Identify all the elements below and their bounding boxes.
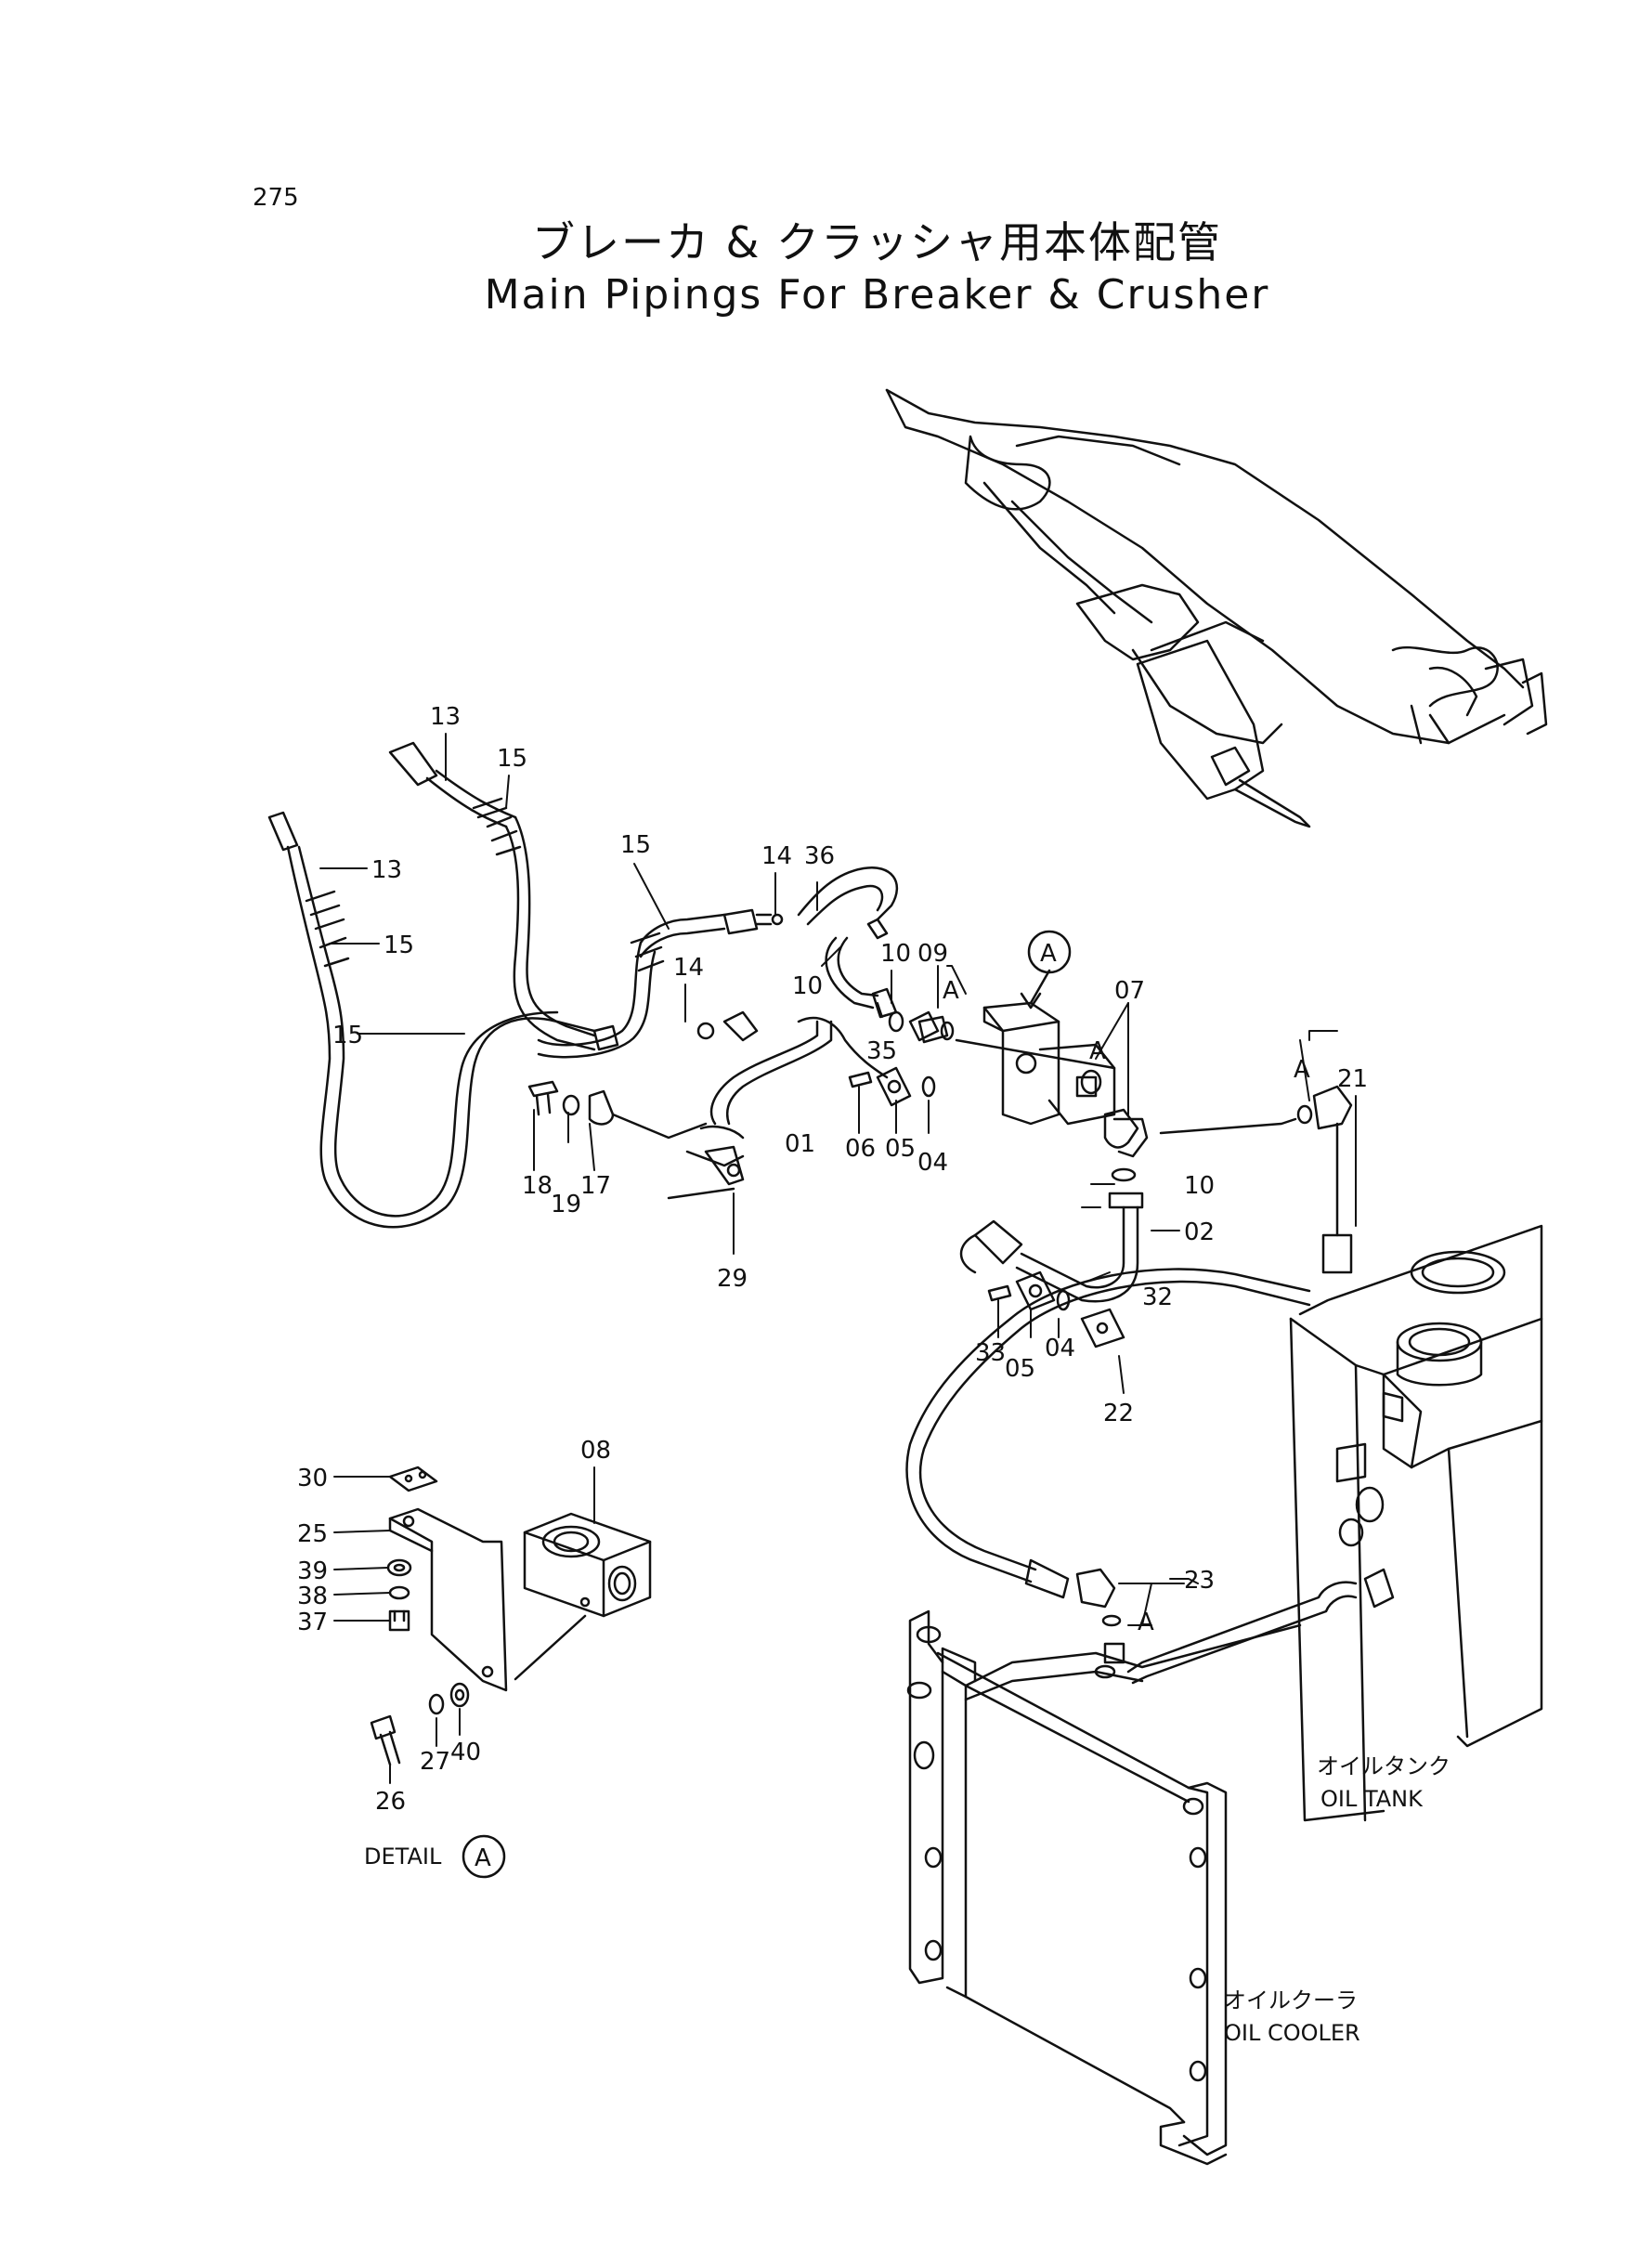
- page-title-english: Main Pipings For Breaker & Crusher: [484, 271, 1270, 319]
- callout-15: 15: [384, 932, 414, 959]
- callout-ref-a: A: [1294, 1056, 1310, 1084]
- pipe-22: [905, 1268, 1311, 1664]
- callout-40: 40: [450, 1739, 481, 1766]
- oil-cooler-label: OIL COOLER: [1224, 2020, 1360, 2046]
- oil-tank-label-japanese: オイルタンク: [1317, 1753, 1450, 1779]
- callout-05: 05: [885, 1135, 916, 1163]
- callout-17: 17: [580, 1172, 611, 1200]
- clamp-17-bolt-18: [527, 1080, 745, 1200]
- callout-13: 13: [371, 856, 402, 884]
- callout-37: 37: [297, 1609, 328, 1636]
- callout-leader-lines: [319, 733, 1357, 1784]
- callout-26: 26: [375, 1788, 406, 1816]
- detail-label-letter: A: [475, 1844, 491, 1872]
- detail-a-label: DETAIL A: [364, 1834, 506, 1879]
- callout-27: 27: [420, 1748, 450, 1776]
- spacer-32: [1080, 1308, 1125, 1348]
- callout-38: 38: [297, 1583, 328, 1610]
- elbow-fitting-21: [1159, 1085, 1353, 1274]
- callout-06: 06: [845, 1135, 876, 1163]
- callout-10: 10: [880, 940, 911, 968]
- callout-19: 19: [551, 1191, 581, 1218]
- detail-label-text: DETAIL: [364, 1844, 442, 1870]
- callout-29: 29: [717, 1265, 748, 1293]
- oil-cooler-label-japanese: オイルクーラ: [1224, 1987, 1358, 2013]
- callout-04: 04: [1045, 1335, 1075, 1362]
- callout-ref-a: A: [943, 977, 959, 1005]
- callout-02: 02: [1184, 1218, 1215, 1246]
- callout-32: 32: [1142, 1283, 1173, 1311]
- oil-tank-illustration: [1126, 1224, 1543, 1822]
- callout-35: 35: [866, 1037, 897, 1065]
- detail-a-marker-letter: A: [1040, 940, 1057, 968]
- callout-23: 23: [1184, 1567, 1215, 1595]
- callout-05: 05: [1005, 1355, 1035, 1383]
- callout-13: 13: [430, 703, 461, 731]
- oil-cooler-illustration: [906, 1609, 1302, 2166]
- callout-14: 14: [761, 842, 792, 870]
- elbow-fitting-07: [959, 1069, 1149, 1303]
- callout-10: 10: [1184, 1172, 1215, 1200]
- callout-30: 30: [297, 1465, 328, 1492]
- callout-04: 04: [917, 1149, 948, 1177]
- callout-36: 36: [804, 842, 835, 870]
- callout-ref-a: A: [1089, 1037, 1106, 1065]
- excavator-boom-illustration: [885, 388, 1548, 828]
- callout-10: 10: [792, 972, 823, 1000]
- callout-07: 07: [1114, 977, 1145, 1005]
- flange-05-bolt-06: [848, 1066, 1071, 1311]
- hose-assembly-left: [267, 741, 784, 1229]
- callout-21: 21: [1337, 1065, 1368, 1093]
- detail-a-marker: A: [1027, 930, 1072, 974]
- callout-15: 15: [332, 1022, 363, 1049]
- callout-18: 18: [522, 1172, 553, 1200]
- callout-25: 25: [297, 1520, 328, 1548]
- pipe-36-01: [696, 866, 899, 1140]
- callout-ref-a: A: [1138, 1609, 1154, 1636]
- callout-14: 14: [673, 954, 704, 982]
- callout-33: 33: [975, 1339, 1006, 1367]
- valve-block-08-with-bracket: [888, 969, 1116, 1126]
- callout-09: 09: [917, 940, 948, 968]
- oil-tank-label: OIL TANK: [1320, 1786, 1424, 1812]
- page-title-japanese: ブレーカ & クラッシャ用本体配管: [531, 217, 1223, 267]
- callout-22: 22: [1103, 1400, 1134, 1427]
- callout-01: 01: [785, 1130, 815, 1158]
- callout-08: 08: [580, 1437, 611, 1465]
- callout-numbers: 13 15 13 15 15 15 14 36 10 14 10 09 35 0…: [297, 703, 1368, 1816]
- callout-39: 39: [297, 1557, 328, 1585]
- callout-15: 15: [620, 831, 651, 859]
- page-number: 275: [253, 184, 299, 212]
- detail-a-exploded-view: [370, 1466, 652, 1766]
- callout-15: 15: [497, 745, 527, 773]
